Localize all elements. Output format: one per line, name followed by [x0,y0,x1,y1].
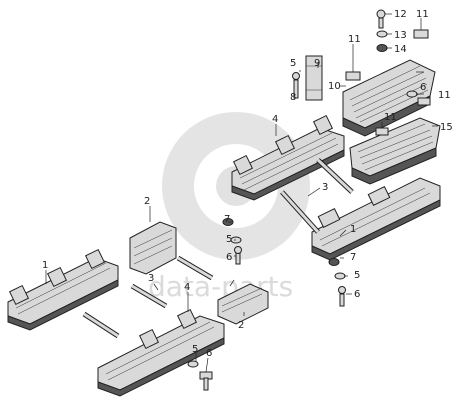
part-left-bracket [129,221,177,275]
callout-5-right-lower: 5 [354,270,360,281]
callout-10: 10 [328,81,341,92]
callout-1-right: 1 [350,224,356,235]
callout-7-right: 7 [350,252,356,263]
callout-15: 15 [440,122,453,133]
part-right-middle-plate [349,117,441,185]
callout-8: 8 [290,92,296,103]
callout-11-mid: 11 [348,34,361,45]
callout-4-upper: 4 [272,114,278,125]
callout-6-right: 6 [420,82,426,93]
part-top-right-plate [342,59,436,137]
part-right-long-bar [311,177,441,261]
callout-12: 12 [394,9,407,20]
part-rods [82,158,354,339]
callout-9: 9 [314,58,320,69]
callout-6-right-lower: 6 [354,289,360,300]
callout-6-center: 6 [226,252,232,263]
watermark-text: data-parts [148,270,293,303]
callout-5-bottom: 5 [192,344,198,355]
callout-6-bottom: 6 [206,348,212,359]
callout-7-center: 7 [224,214,230,225]
callout-11-right: 11 [438,90,451,101]
callout-4-lower: 4 [184,282,190,293]
callout-11-top: 11 [416,9,429,20]
callout-2-upper: 2 [144,196,150,207]
part-left-upper-bar [7,248,119,331]
part-fasteners [187,9,431,391]
callout-1-left: 1 [42,260,48,271]
callout-labels: 12 11 13 14 5 9 11 10 8 6 11 4 15 11 2 3… [42,9,453,359]
callout-13: 13 [394,30,407,41]
callout-14: 14 [394,44,407,55]
part-lower-long-bar [97,308,225,397]
callout-5-top: 5 [290,58,296,69]
callout-11-lower: 11 [384,112,397,123]
callout-3-upper: 3 [322,182,328,193]
callout-5-center: 5 [226,234,232,245]
callout-3-left: 3 [148,273,154,284]
callout-2-lower: 2 [238,320,244,331]
part-center-upper-bar [231,114,345,201]
leader-lines [45,13,438,373]
part-center-lower-bracket [217,283,269,325]
